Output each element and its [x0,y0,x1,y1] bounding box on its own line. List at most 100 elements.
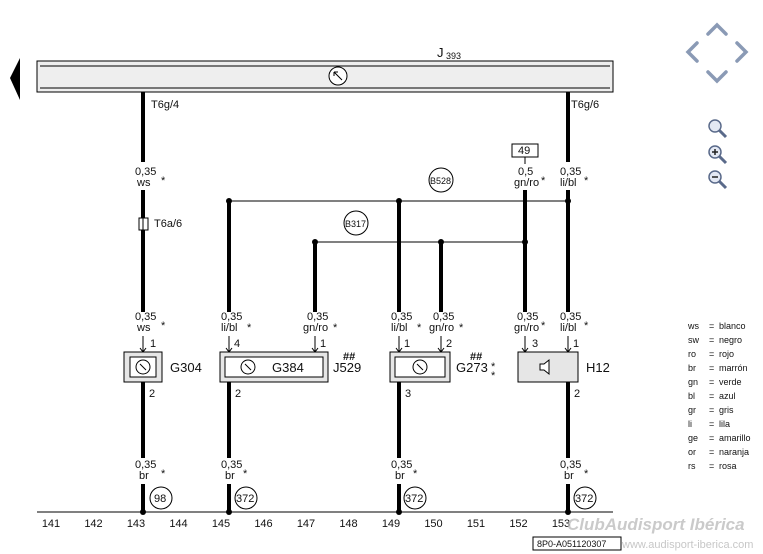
legend-name: negro [719,335,742,345]
legend-eq: = [709,377,714,387]
legend-name: blanco [719,321,746,331]
nav-down-icon[interactable] [706,70,728,84]
ground-markers: 98 372 372 372 [149,486,597,510]
module-label: J [437,45,444,60]
track-number: 146 [254,518,272,530]
svg-text:*: * [584,468,589,480]
svg-text:*: * [247,322,252,334]
zoom-in-icon[interactable] [708,145,728,165]
magnifier-icon[interactable] [708,119,728,139]
legend-eq: = [709,363,714,373]
legend-code: gn [688,377,698,387]
svg-text:br: br [225,470,235,482]
svg-text:gn/ro: gn/ro [303,322,328,334]
svg-text:0,35: 0,35 [221,311,242,323]
svg-text:98: 98 [154,493,166,505]
legend-eq: = [709,405,714,415]
bottom-label-145: 2 0,35 br * [221,388,248,482]
splice-b317-label: B317 [345,219,366,229]
bottom-wires [141,382,570,512]
track-number: 147 [297,518,315,530]
svg-text:1: 1 [573,338,579,350]
splice-b528-icon [428,167,454,193]
lower-label-153: 0,35 li/bl * 1 [560,311,589,350]
bottom-label-143: 2 0,35 br * [135,388,166,482]
double-star-bottom: * [491,370,496,382]
track-number: 144 [169,518,187,530]
svg-text:0,35: 0,35 [221,459,242,471]
color-legend: ws=blancosw=negroro=rojobr=marróngn=verd… [687,321,751,471]
nav-left-icon[interactable] [685,41,699,63]
legend-code: rs [688,461,696,471]
svg-text:2: 2 [446,338,452,350]
svg-text:0,35: 0,35 [517,311,538,323]
svg-text:*: * [413,468,418,480]
hash-j529: ## [343,351,355,363]
svg-text:1: 1 [404,338,410,350]
legend-name: naranja [719,447,749,457]
module-symbol-arrow [333,71,343,81]
track-number: 150 [424,518,442,530]
svg-text:0,35: 0,35 [135,459,156,471]
previous-page-icon[interactable] [10,58,20,100]
svg-text:li/bl: li/bl [221,322,238,334]
zoom-out-icon[interactable] [708,170,728,190]
svg-text:li/bl: li/bl [391,322,408,334]
svg-text:2: 2 [235,388,241,400]
legend-name: rosa [719,461,737,471]
svg-text:372: 372 [236,493,254,505]
legend-code: br [688,363,696,373]
legend-name: amarillo [719,433,751,443]
lower-label-145: 0,35 li/bl * 4 [221,311,252,350]
svg-text:0,35: 0,35 [391,459,412,471]
track-number: 149 [382,518,400,530]
svg-text:2: 2 [149,388,155,400]
pin-label-left: T6g/4 [151,99,179,111]
splice-b317-icon [343,210,369,236]
nav-right-icon[interactable] [735,41,749,63]
track-number: 151 [467,518,485,530]
nav-up-icon[interactable] [706,22,728,36]
track-number: 143 [127,518,145,530]
legend-name: gris [719,405,734,415]
module-number: 393 [446,51,461,61]
lower-label-147: 0,35 gn/ro * 1 [303,311,338,350]
legend-eq: = [709,321,714,331]
svg-text:gn/ro: gn/ro [429,322,454,334]
svg-text:*: * [161,320,166,332]
legend-eq: = [709,349,714,359]
svg-text:*: * [459,322,464,334]
svg-text:0,35: 0,35 [560,311,581,323]
svg-text:3: 3 [532,338,538,350]
legend-name: azul [719,391,736,401]
lower-label-terminal-49: 0,35 gn/ro * 3 [514,311,546,350]
double-star-top: * [491,361,496,373]
track-number: 145 [212,518,230,530]
star-153: * [584,175,589,187]
track-number: 153 [552,518,570,530]
legend-code: sw [688,335,700,345]
legend-name: rojo [719,349,734,359]
hash-g273: ## [470,351,482,363]
track-number: 142 [84,518,102,530]
component-j529-label: J529 [333,360,361,375]
horn-icon [539,358,550,376]
legend-eq: = [709,433,714,443]
svg-text:*: * [417,322,422,334]
svg-text:br: br [139,470,149,482]
svg-text:0,35: 0,35 [560,459,581,471]
svg-text:br: br [395,470,405,482]
component-h12-label: H12 [586,360,610,375]
legend-eq: = [709,461,714,471]
legend-name: marrón [719,363,748,373]
watermark-brand: ClubAudisport Ibérica [567,515,745,534]
splice-b528-label: B528 [430,176,451,186]
svg-text:ws: ws [136,322,151,334]
doc-id-box [532,536,622,551]
ground-dots [140,509,571,515]
component-g384-label: G384 [272,360,304,375]
lower-label-150: 0,35 gn/ro * 2 [429,311,464,350]
legend-eq: = [709,419,714,429]
legend-name: verde [719,377,742,387]
